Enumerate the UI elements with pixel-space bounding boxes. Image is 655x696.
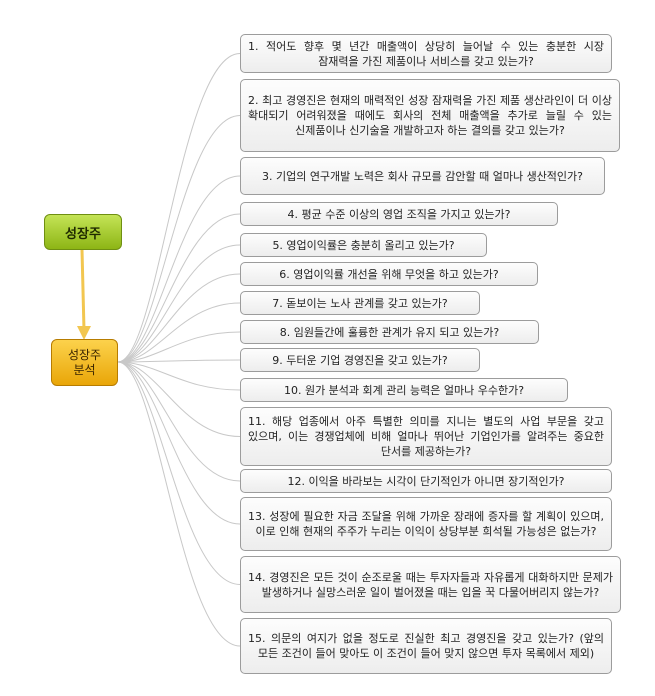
connector-line — [117, 302, 241, 363]
criterion-text: 5. 영업이익률은 충분히 올리고 있는가? — [272, 238, 455, 252]
criterion-text: 9. 두터운 기업 경영진을 갖고 있는가? — [272, 353, 448, 367]
criterion-text: 7. 돋보이는 노사 관계를 갖고 있는가? — [272, 296, 448, 310]
connector-line — [117, 244, 241, 363]
root-topic-label: 성장주 — [65, 226, 101, 242]
connector-line — [117, 53, 241, 363]
criterion-15[interactable]: 15. 의문의 여지가 없을 정도로 진실한 최고 경영진을 갖고 있는가? (… — [240, 618, 612, 674]
root-to-hub-arrow — [80, 249, 86, 331]
connector-line — [117, 115, 241, 363]
connector-line — [117, 361, 241, 585]
connector-line — [117, 361, 241, 482]
criterion-text: 12. 이익을 바라보는 시각이 단기적인가 아니면 장기적인가? — [287, 474, 565, 488]
connector-line — [117, 213, 241, 363]
criterion-13[interactable]: 13. 성장에 필요한 자금 조달을 위해 가까운 장래에 증자를 할 계획이 … — [240, 497, 612, 551]
criterion-text: 11. 해당 업종에서 아주 특별한 의미를 지니는 별도의 사업 부문을 갖고… — [248, 415, 604, 458]
criterion-text: 14. 경영진은 모든 것이 순조로울 때는 투자자들과 자유롭게 대화하지만 … — [248, 570, 613, 599]
connector-line — [117, 175, 241, 363]
criterion-6[interactable]: 6. 영업이익률 개선을 위해 무엇을 하고 있는가? — [240, 262, 538, 286]
connector-line — [117, 273, 241, 363]
criterion-text: 15. 의문의 여지가 없을 정도로 진실한 최고 경영진을 갖고 있는가? (… — [248, 632, 604, 660]
connector-line — [117, 331, 241, 363]
connector-line — [117, 361, 241, 437]
criterion-12[interactable]: 12. 이익을 바라보는 시각이 단기적인가 아니면 장기적인가? — [240, 469, 612, 493]
criterion-14[interactable]: 14. 경영진은 모든 것이 순조로울 때는 투자자들과 자유롭게 대화하지만 … — [240, 556, 621, 613]
criterion-8[interactable]: 8. 임원들간에 훌륭한 관계가 유지 되고 있는가? — [240, 320, 539, 344]
connector-line — [117, 359, 241, 363]
connector-line — [117, 361, 241, 525]
criterion-text: 8. 임원들간에 훌륭한 관계가 유지 되고 있는가? — [279, 325, 500, 339]
criterion-text: 3. 기업의 연구개발 노력은 회사 규모를 감안할 때 얼마나 생산적인가? — [261, 169, 584, 183]
arrow-head-icon — [77, 326, 91, 340]
criterion-1[interactable]: 1. 적어도 향후 몇 년간 매출액이 상당히 늘어날 수 있는 충분한 시장 … — [240, 34, 612, 73]
criterion-11[interactable]: 11. 해당 업종에서 아주 특별한 의미를 지니는 별도의 사업 부문을 갖고… — [240, 407, 612, 466]
criterion-5[interactable]: 5. 영업이익률은 충분히 올리고 있는가? — [240, 233, 487, 257]
criterion-text: 10. 원가 분석과 회계 관리 능력은 얼마나 우수한가? — [283, 383, 525, 397]
connector-line — [117, 361, 241, 647]
criterion-2[interactable]: 2. 최고 경영진은 현재의 매력적인 성장 잠재력을 가진 제품 생산라인이 … — [240, 79, 620, 152]
root-topic-growth-stock[interactable]: 성장주 — [44, 214, 122, 250]
criterion-text: 4. 평균 수준 이상의 영업 조직을 가지고 있는가? — [287, 207, 511, 221]
criterion-4[interactable]: 4. 평균 수준 이상의 영업 조직을 가지고 있는가? — [240, 202, 558, 226]
criterion-text: 13. 성장에 필요한 자금 조달을 위해 가까운 장래에 증자를 할 계획이 … — [248, 510, 604, 538]
criterion-text: 6. 영업이익률 개선을 위해 무엇을 하고 있는가? — [279, 267, 499, 281]
criterion-9[interactable]: 9. 두터운 기업 경영진을 갖고 있는가? — [240, 348, 480, 372]
criterion-text: 1. 적어도 향후 몇 년간 매출액이 상당히 늘어날 수 있는 충분한 시장 … — [248, 39, 604, 68]
criterion-3[interactable]: 3. 기업의 연구개발 노력은 회사 규모를 감안할 때 얼마나 생산적인가? — [240, 157, 605, 195]
connector-line — [117, 361, 241, 391]
criterion-10[interactable]: 10. 원가 분석과 회계 관리 능력은 얼마나 우수한가? — [240, 378, 568, 402]
criterion-7[interactable]: 7. 돋보이는 노사 관계를 갖고 있는가? — [240, 291, 480, 315]
criterion-text: 2. 최고 경영진은 현재의 매력적인 성장 잠재력을 가진 제품 생산라인이 … — [248, 94, 612, 137]
